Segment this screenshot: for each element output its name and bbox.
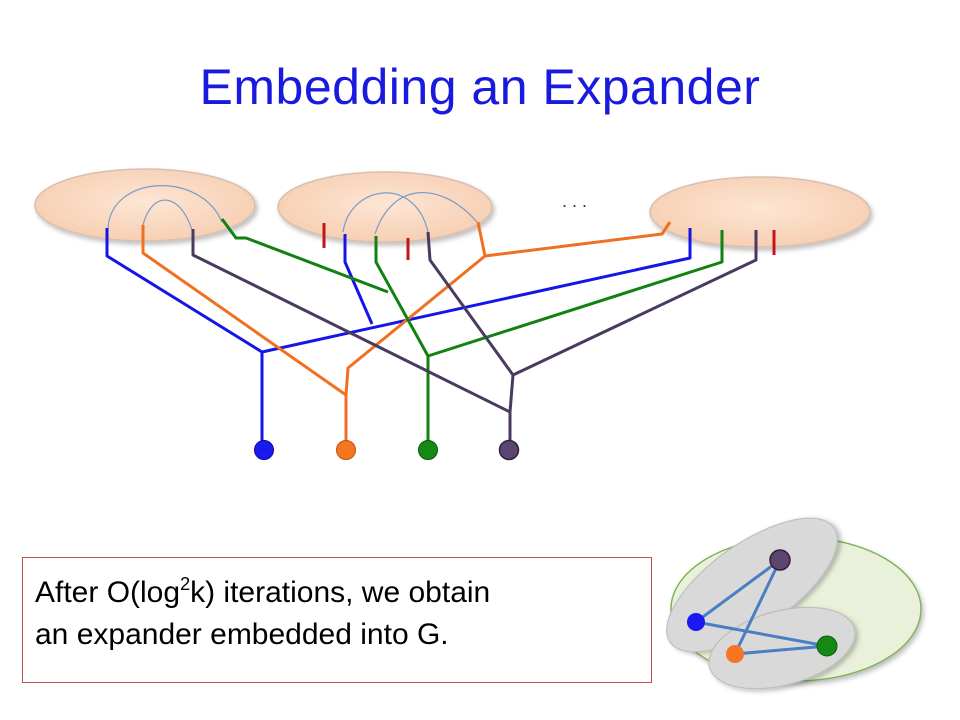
- node-purple: [498, 439, 520, 461]
- internal-arcs: [107, 185, 478, 235]
- cluster-middle: [277, 171, 493, 243]
- node-blue: [254, 440, 274, 460]
- expander-node-orange: [726, 645, 744, 663]
- cluster-left: [34, 168, 256, 242]
- purple-paths: [191, 229, 758, 446]
- red-stubs: [322, 223, 776, 260]
- orange-paths: [141, 221, 672, 446]
- expander-edges: [695, 558, 828, 656]
- node-orange: [336, 440, 356, 460]
- ellipsis-label: . . .: [562, 191, 587, 211]
- caption-line-2: an expander embedded into G.: [35, 618, 449, 651]
- caption-box: After O(log2k) iterations, we obtain an …: [22, 557, 652, 683]
- node-green: [418, 440, 438, 460]
- expander-node-purple: [769, 549, 791, 571]
- expander-inset: [666, 517, 922, 690]
- green-paths: [220, 218, 724, 446]
- expander-node-blue: [687, 613, 705, 631]
- caption-pre: After O(log: [35, 576, 181, 609]
- caption-post: k) iterations, we obtain: [190, 576, 491, 609]
- caption-line-1: After O(log2k) iterations, we obtain: [35, 572, 651, 614]
- blue-paths: [105, 228, 692, 446]
- expander-node-green: [816, 635, 838, 657]
- slide-title: Embedding an Expander: [199, 59, 761, 115]
- cluster-right: [649, 176, 871, 248]
- caption-superscript: 2: [180, 574, 191, 594]
- bubble-lower: [708, 606, 856, 690]
